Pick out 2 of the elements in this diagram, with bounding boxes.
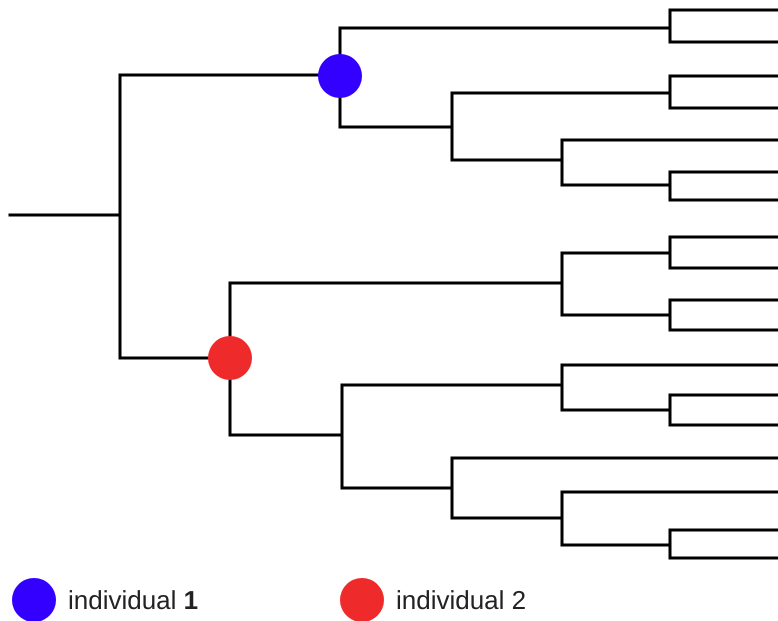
legend-label: individual 2	[396, 584, 526, 616]
legend-label: individual 1	[68, 584, 198, 616]
